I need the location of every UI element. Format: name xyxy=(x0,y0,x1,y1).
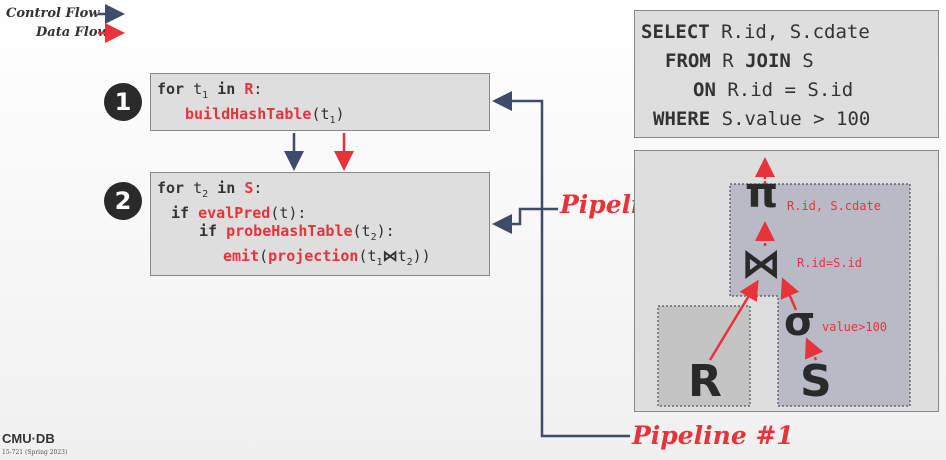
pipeline-1-label: Pipeline #1 xyxy=(632,421,794,450)
step-2-code-block: for t2 in S: if evalPred(t): if probeHas… xyxy=(150,172,490,276)
fn-build-hash-table: buildHashTable xyxy=(185,105,312,123)
paren: ( xyxy=(259,247,269,265)
legend-data-flow: Data Flow xyxy=(36,25,109,40)
arg-sub: 2 xyxy=(370,232,377,243)
step-2-line-2: if evalPred(t): xyxy=(157,204,489,222)
join-operator: ⋈ xyxy=(741,241,781,287)
step-1-number: 1 xyxy=(114,88,132,116)
sql-from-rel: R xyxy=(710,50,746,72)
sql-kw-where: WHERE xyxy=(653,108,711,130)
projection-annotation: R.id, S.cdate xyxy=(787,199,881,213)
args-open: (t xyxy=(311,105,330,123)
sql-kw-join: JOIN xyxy=(745,50,791,72)
colon: : xyxy=(253,179,263,197)
selection-annotation: value>100 xyxy=(822,320,888,334)
step-2-line-1: for t2 in S: xyxy=(157,179,489,204)
step-1-line-2: buildHashTable(t1) xyxy=(157,105,489,130)
step-1-line-1: for t1 in R: xyxy=(157,80,489,105)
sql-kw-on: ON xyxy=(693,79,716,101)
sql-join-rel: S xyxy=(790,50,814,72)
sql-kw-select: SELECT xyxy=(641,21,710,43)
var-t: t xyxy=(193,179,203,197)
step-2-line-4: emit(projection(t1⋈t2)) xyxy=(157,247,489,272)
var-sub: 2 xyxy=(202,189,209,200)
sql-from-line: FROM R JOIN S xyxy=(665,50,814,72)
relation-r-node: R xyxy=(688,356,722,407)
sql-select-cols: R.id, S.cdate xyxy=(709,21,870,43)
r-to-join-arrow xyxy=(708,279,759,361)
sql-on-cond: R.id = S.id xyxy=(715,79,854,101)
step-2-line-3: if probeHashTable(t2): xyxy=(157,222,489,247)
args-close: ) xyxy=(335,105,345,123)
pipeline2-connector xyxy=(492,207,558,234)
cmu-db-logo: CMU·DB xyxy=(2,431,55,446)
fn-projection: projection xyxy=(268,247,359,265)
course-label: 15-721 (Spring 2023) xyxy=(2,449,68,456)
select-to-join-arrow xyxy=(780,277,800,311)
sql-kw-from: FROM xyxy=(665,50,711,72)
join-symbol: ⋈ xyxy=(382,247,398,265)
step-2-number: 2 xyxy=(114,187,132,215)
sql-where-line: WHERE S.value > 100 xyxy=(653,108,870,130)
pipeline-1-region xyxy=(657,305,751,407)
arg-sub: 1 xyxy=(329,115,336,126)
projection-operator: π xyxy=(745,168,779,217)
join-annotation: R.id=S.id xyxy=(797,256,863,270)
legend-control-flow-label: Control Flow xyxy=(6,6,100,21)
step-2-badge: 2 xyxy=(104,182,142,220)
var-sub: 1 xyxy=(202,90,209,101)
args-close: ): xyxy=(376,222,395,240)
kw-for: for xyxy=(157,80,185,98)
legend-data-flow-label: Data Flow xyxy=(36,25,109,40)
args-open: (t xyxy=(352,222,371,240)
sql-select-line: SELECT R.id, S.cdate xyxy=(641,21,870,43)
sql-on-line: ON R.id = S.id xyxy=(693,79,853,101)
kw-if: if xyxy=(171,204,190,222)
kw-in: in xyxy=(217,80,236,98)
kw-if: if xyxy=(199,222,218,240)
fn-emit: emit xyxy=(223,247,260,265)
paren-close: )) xyxy=(412,247,431,265)
relation-s-node: S xyxy=(800,356,832,407)
relation-r: R xyxy=(244,80,254,98)
fn-eval-pred: evalPred xyxy=(198,204,271,222)
sub-1: 1 xyxy=(376,257,383,268)
step-1-code-block: for t1 in R: buildHashTable(t1) xyxy=(150,73,490,131)
s-to-select-arrow xyxy=(804,337,824,361)
relation-s: S xyxy=(244,179,254,197)
legend-control-flow: Control Flow xyxy=(6,6,100,21)
sql-query-box: SELECT R.id, S.cdate FROM R JOIN S ON R.… xyxy=(634,10,939,138)
var-t2: t xyxy=(397,247,407,265)
step-1-badge: 1 xyxy=(104,83,142,121)
selection-operator: σ xyxy=(784,299,816,345)
eval-pred-args: (t): xyxy=(270,204,307,222)
paren-t: (t xyxy=(358,247,377,265)
sql-where-cond: S.value > 100 xyxy=(710,108,871,130)
pipeline-2-region xyxy=(729,183,911,407)
var-t: t xyxy=(193,80,203,98)
kw-for: for xyxy=(157,179,185,197)
sub-2: 2 xyxy=(406,257,413,268)
pipeline1-connector xyxy=(492,91,630,438)
colon: : xyxy=(253,80,263,98)
query-plan-svg xyxy=(657,157,911,407)
fn-probe-hash-table: probeHashTable xyxy=(226,222,353,240)
kw-in: in xyxy=(217,179,236,197)
